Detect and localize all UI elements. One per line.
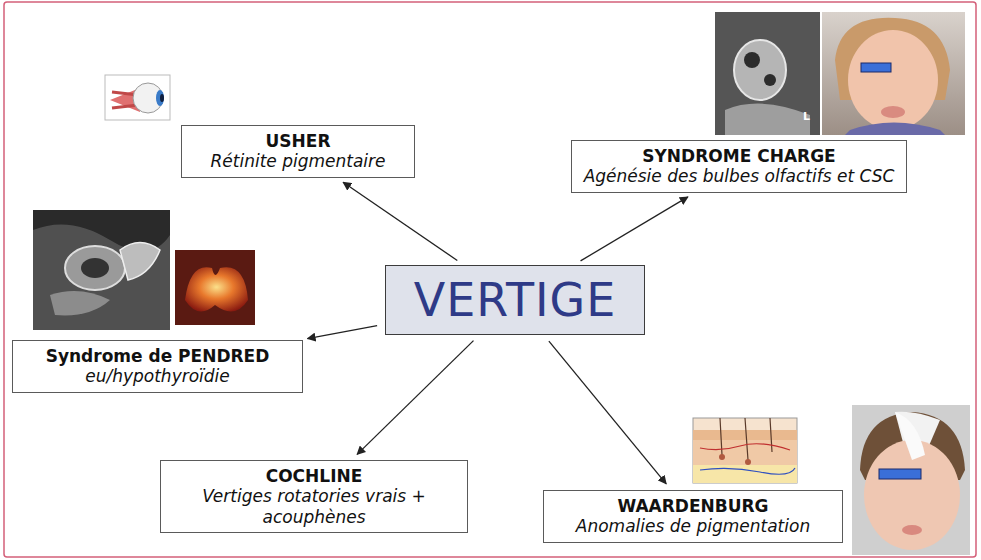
central-box: VERTIGE — [385, 265, 645, 335]
syndrome-name: COCHLINE — [171, 466, 457, 486]
syndrome-feature: Agénésie des bulbes olfactifs et CSC — [582, 166, 896, 186]
syndrome-feature: Vertiges rotatories vrais + acouphènes — [171, 486, 457, 527]
page-border — [4, 2, 976, 557]
ct-scan-image — [33, 210, 170, 330]
syndrome-name: SYNDROME CHARGE — [582, 146, 896, 166]
syndrome-box: COCHLINEVertiges rotatories vrais + acou… — [160, 460, 468, 533]
syndrome-name: WAARDENBURG — [554, 496, 832, 516]
image-annotation: L — [803, 110, 810, 123]
skin-diagram — [693, 418, 797, 483]
arrow-connector — [357, 341, 473, 455]
ct-scan-image — [715, 12, 820, 135]
syndrome-feature: Rétinite pigmentaire — [192, 151, 404, 171]
syndrome-box: SYNDROME CHARGEAgénésie des bulbes olfac… — [571, 140, 907, 193]
thyroid-photo — [175, 250, 255, 325]
arrow-connector — [549, 341, 666, 484]
arrow-connector — [307, 326, 377, 339]
arrow-connector — [581, 197, 688, 261]
syndrome-feature: Anomalies de pigmentation — [554, 516, 832, 536]
syndrome-box: WAARDENBURGAnomalies de pigmentation — [543, 490, 843, 543]
syndrome-name: USHER — [192, 131, 404, 151]
child-photo — [852, 405, 970, 555]
syndrome-feature: eu/hypothyroïdie — [23, 366, 292, 386]
eye-icon — [105, 75, 170, 120]
syndrome-box: Syndrome de PENDREDeu/hypothyroïdie — [12, 340, 303, 393]
arrow-connector — [343, 182, 457, 260]
syndrome-box: USHERRétinite pigmentaire — [181, 125, 415, 178]
central-title: VERTIGE — [414, 275, 617, 326]
syndrome-name: Syndrome de PENDRED — [23, 346, 292, 366]
child-photo — [822, 12, 965, 135]
